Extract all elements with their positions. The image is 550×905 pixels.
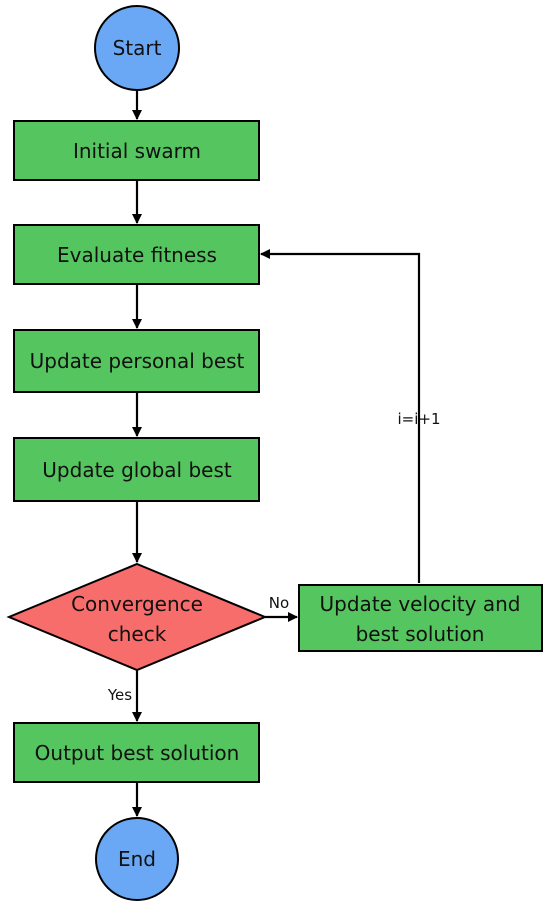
output-best-solution-shape xyxy=(13,722,260,783)
edge-label-no: No xyxy=(269,594,289,612)
update-global-best-label: Update global best xyxy=(42,458,232,482)
initial-swarm-node[interactable]: Initial swarm xyxy=(13,120,260,181)
update-velocity-shape xyxy=(298,584,543,652)
start-shape xyxy=(94,5,180,91)
update-personal-best-label: Update personal best xyxy=(30,349,245,373)
update-global-best-shape xyxy=(13,437,260,502)
update-velocity-label-line2: best solution xyxy=(356,622,485,646)
update-personal-best-node[interactable]: Update personal best xyxy=(13,329,260,393)
update-velocity-label-line1: Update velocity and xyxy=(320,592,521,616)
initial-swarm-label: Initial swarm xyxy=(73,139,201,163)
start-node[interactable]: Start xyxy=(94,5,180,91)
evaluate-fitness-label: Evaluate fitness xyxy=(57,243,217,267)
edge-loop-back-to-evaluate xyxy=(260,249,421,583)
update-velocity-node[interactable]: Update velocity and best solution xyxy=(298,584,543,652)
evaluate-fitness-shape xyxy=(13,224,260,285)
end-label: End xyxy=(118,847,156,871)
initial-swarm-shape xyxy=(13,120,260,181)
convergence-check-shape xyxy=(6,562,268,672)
end-shape xyxy=(95,817,179,901)
output-best-solution-label: Output best solution xyxy=(35,741,240,765)
convergence-check-node[interactable]: Convergence check xyxy=(6,562,268,672)
evaluate-fitness-node[interactable]: Evaluate fitness xyxy=(13,224,260,285)
edge-label-yes: Yes xyxy=(107,686,132,704)
edge-label-loop: i=i+1 xyxy=(397,410,440,428)
start-label: Start xyxy=(113,36,162,60)
end-node[interactable]: End xyxy=(95,817,179,901)
update-global-best-node[interactable]: Update global best xyxy=(13,437,260,502)
output-best-solution-node[interactable]: Output best solution xyxy=(13,722,260,783)
update-personal-best-shape xyxy=(13,329,260,393)
convergence-check-label-line2: check xyxy=(108,622,167,646)
convergence-check-label-line1: Convergence xyxy=(71,592,203,616)
